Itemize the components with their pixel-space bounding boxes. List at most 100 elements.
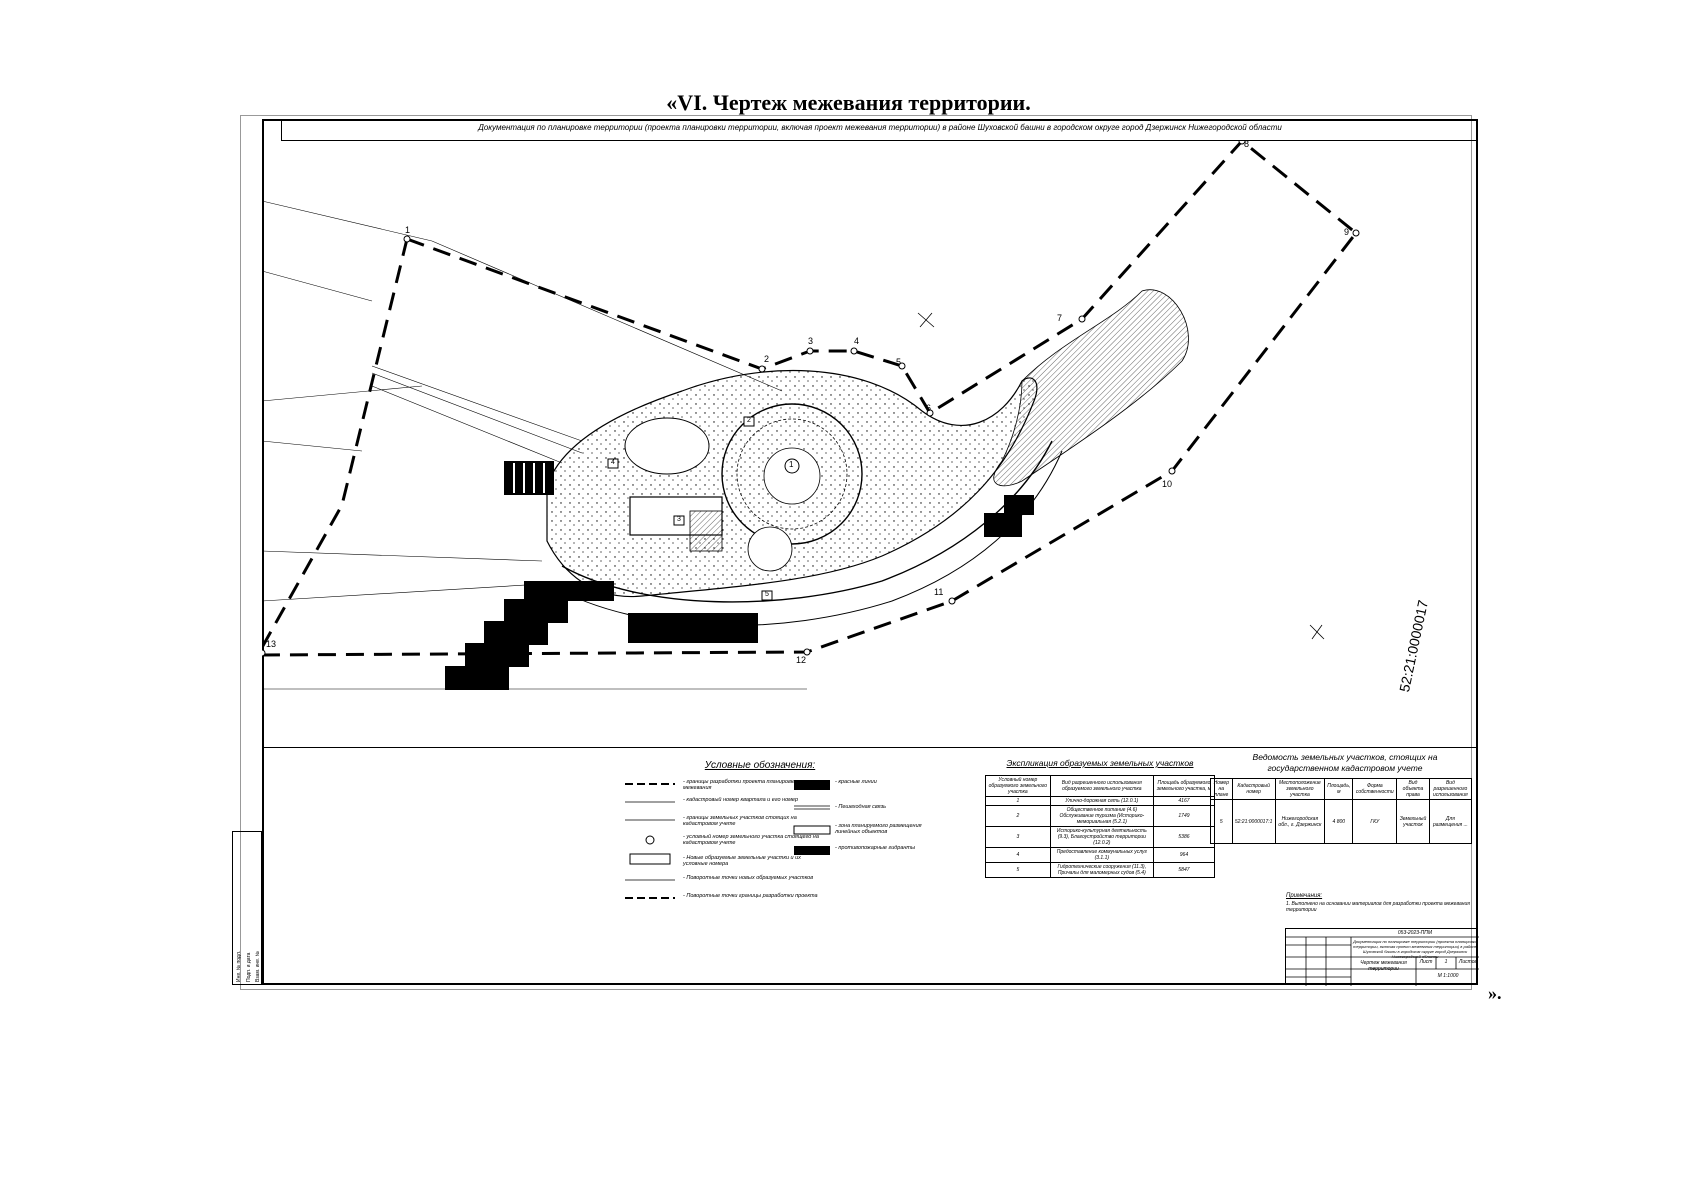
- legend-item-10: - зона планируемого размещения линейных …: [835, 823, 922, 835]
- river-bank: [993, 289, 1189, 487]
- stamp-sheet-label: Лист: [1419, 959, 1433, 965]
- explication-cell: 964: [1152, 847, 1216, 863]
- point-label-9: 9: [1344, 227, 1350, 237]
- site-plan-drawing: [262, 141, 1360, 690]
- stamp-description: Документация по планировке территории (п…: [1353, 939, 1477, 959]
- legend-item-4: - условный номер земельного участка стоя…: [683, 834, 819, 846]
- legend-item-1: - границы разработки проекта планировки …: [683, 779, 802, 791]
- side-label-1: Инв. № подл.: [236, 950, 242, 982]
- project-boundary: [262, 141, 1359, 657]
- explication-header-2: Вид разрешенного использования образуемо…: [1049, 775, 1154, 797]
- legend-symbols-left: [625, 783, 675, 899]
- legend-item-8: - красные линии: [835, 779, 877, 785]
- registry-cell: 52:21:0000017:1: [1231, 799, 1276, 844]
- explication-cell: 1749: [1152, 805, 1216, 827]
- notes-title: Примечания:: [1286, 893, 1323, 899]
- registry-header-5: Форма собственности: [1352, 778, 1398, 800]
- legend-item-11: - противопожарные гидранты: [835, 845, 916, 851]
- point-label-10: 10: [1162, 479, 1173, 489]
- plot-label-2: 2: [747, 417, 751, 424]
- point-label-12: 12: [796, 655, 807, 665]
- drawing-header-text: Документация по планировке территории (п…: [478, 123, 1282, 132]
- site-plan: 1 2 3 4 5 6 7 8 9 10 11 12 13 1 2 3 4 5: [262, 139, 1478, 747]
- registry-title: Ведомость земельных участков, стоящих на…: [1252, 752, 1438, 773]
- explication-cell: 2: [985, 805, 1051, 827]
- legend-item-7: - Поворотные точки границы разработки пр…: [683, 893, 818, 899]
- north-marks: [917, 312, 1325, 640]
- legend-item-6: - Поворотные точки новых образуемых учас…: [683, 875, 814, 881]
- explication-header-3: Площадь образуемого земельного участка, …: [1152, 775, 1216, 797]
- tower-circle-inner: [736, 418, 848, 530]
- point-label-4: 4: [854, 336, 860, 346]
- point-label-13: 13: [266, 639, 277, 649]
- legend-item-9: - Пешеходная связь: [835, 804, 887, 810]
- explication-cell: 5847: [1152, 862, 1216, 878]
- table-row: 5 52:21:0000017:1 Нижегородская обл., г.…: [1210, 799, 1473, 844]
- registry-cell: Земельный участок: [1396, 799, 1430, 844]
- registry-header-3: Местоположение земельного участка: [1274, 778, 1326, 800]
- registry-cell: ГКУ: [1352, 799, 1398, 844]
- explication-cell: 3: [985, 826, 1051, 848]
- explication-cell: Предоставление коммунальных услуг (3.1.1…: [1049, 847, 1154, 863]
- registry-header-1: Номер на плане: [1210, 778, 1233, 800]
- side-label-3: Взам. инв. №: [255, 951, 261, 982]
- registry-header-4: Площадь, м: [1324, 778, 1354, 800]
- registry-header-6: Вид объекта права: [1396, 778, 1430, 800]
- legend-title: Условные обозначения:: [704, 760, 816, 771]
- building-annex: [689, 510, 723, 552]
- stamp-section: Чертеж межевания территории: [1360, 960, 1407, 972]
- point-label-1: 1: [405, 225, 411, 235]
- registry-table: Номер на плане Кадастровый номер Местопо…: [1210, 778, 1473, 844]
- registry-cell: Для размещения ...: [1428, 799, 1473, 844]
- notes-text: 1. Выполнено на основании материалов для…: [1286, 901, 1470, 913]
- plot-label-4: 4: [611, 459, 615, 466]
- registry-cell: 4 800: [1324, 799, 1354, 844]
- explication-header-1: Условный номер образуемого земельного уч…: [985, 775, 1051, 797]
- registry-header-2: Кадастровый номер: [1231, 778, 1276, 800]
- legend-item-5: - Новые образуемые земельные участки и и…: [683, 855, 801, 867]
- page-title: «VI. Чертеж межевания территории.: [666, 90, 1031, 115]
- drawing-frame: [262, 119, 1478, 985]
- pond: [624, 417, 710, 475]
- side-label-2: Подп. и дата: [246, 952, 252, 982]
- embankment-blocks: [445, 495, 1034, 690]
- explication-title: Экспликация образуемых земельных участко…: [1006, 758, 1194, 768]
- table-row: 1 Улично-дорожная сеть (12.0.1) 4167: [985, 796, 1216, 806]
- point-label-11: 11: [934, 587, 944, 597]
- legend-symbols-right: [793, 780, 831, 855]
- legend-item-3: - границы земельных участков стоящих на …: [683, 815, 797, 827]
- plot-label-3: 3: [677, 516, 681, 523]
- point-label-6: 6: [926, 403, 932, 413]
- closing-quote: ».: [1488, 983, 1502, 1003]
- tower-circle-core: [763, 447, 821, 505]
- small-circle: [747, 526, 793, 572]
- point-label-8: 8: [1244, 139, 1250, 149]
- table-row: 3 Историко-культурная деятельность (9.3)…: [985, 826, 1216, 848]
- explication-cell: 5386: [1152, 826, 1216, 848]
- registry-cell: Нижегородская обл., г. Дзержинск: [1274, 799, 1326, 844]
- stamp-sheets-label: Листов: [1458, 959, 1478, 965]
- stamp-sheet: 1: [1444, 959, 1448, 965]
- point-label-2: 2: [764, 354, 770, 364]
- explication-cell: 1: [985, 796, 1051, 806]
- registry-cell: 5: [1210, 799, 1233, 844]
- parking-block: [504, 461, 554, 495]
- explication-cell: 4: [985, 847, 1051, 863]
- title-block: 053-2023-ППМ Документация по планировке …: [1285, 928, 1479, 986]
- point-label-7: 7: [1057, 313, 1063, 323]
- background-linework: [262, 200, 807, 690]
- explication-table: Условный номер образуемого земельного уч…: [985, 775, 1216, 878]
- explication-cell: 4167: [1152, 796, 1216, 806]
- table-row: 4 Предоставление коммунальных услуг (3.1…: [985, 847, 1216, 863]
- turning-points: [262, 141, 1360, 657]
- legend-item-2: - кадастровый номер квартала и его номер: [683, 797, 799, 803]
- explication-cell: Общественное питание (4.6) Обслуживание …: [1049, 805, 1154, 827]
- plot-number-marks: [607, 416, 800, 601]
- header-corner-cell: [262, 119, 282, 141]
- registry-header-7: Вид разрешенного использования: [1428, 778, 1473, 800]
- side-stamp-column: Инв. № подл. Подп. и дата Взам. инв. №: [232, 831, 262, 985]
- table-row: 5 Гидротехнические сооружения (11.3), Пр…: [985, 862, 1216, 878]
- point-label-5: 5: [896, 357, 902, 367]
- explication-cell: Улично-дорожная сеть (12.0.1): [1049, 796, 1154, 806]
- plan-legend-divider: [262, 747, 1478, 748]
